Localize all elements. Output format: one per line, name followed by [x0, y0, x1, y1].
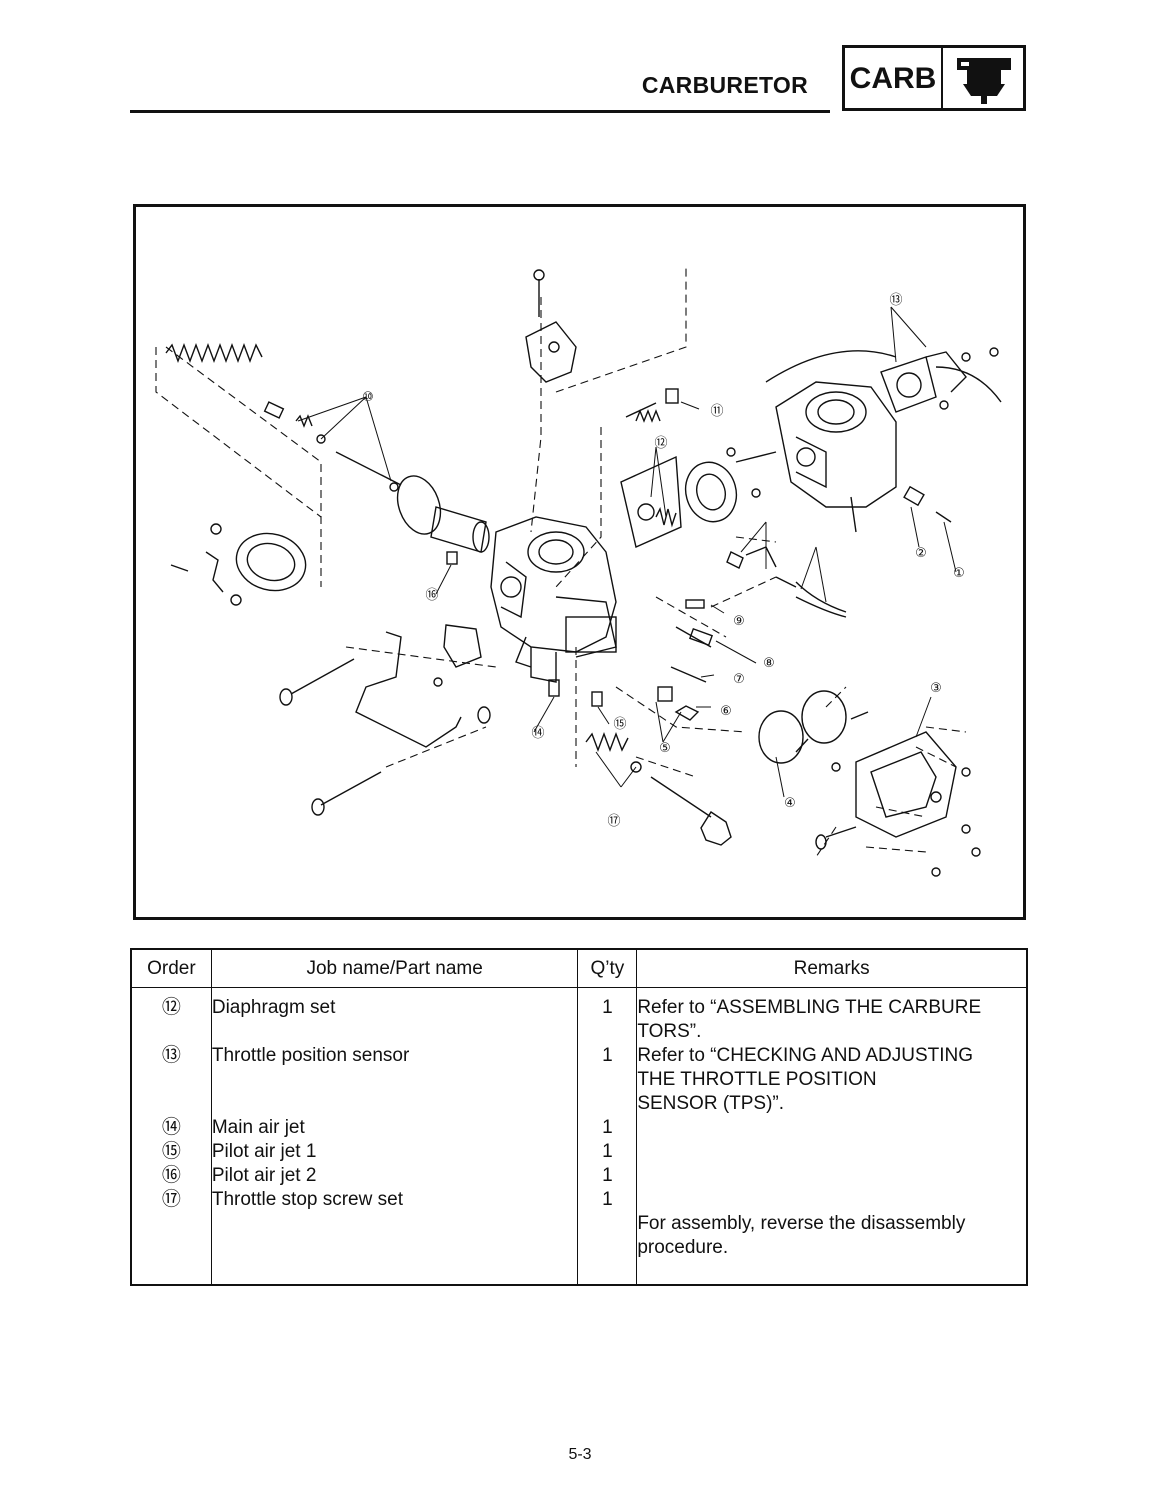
row-order: ⑰	[161, 1189, 181, 1210]
row-qty: 1	[602, 997, 613, 1018]
callout-4: ④	[784, 796, 796, 811]
row-remarks: TORS”.	[637, 1021, 702, 1042]
callout-10: ⑩	[362, 390, 374, 405]
row-part-name: Pilot air jet 1	[211, 1141, 317, 1162]
assembly-note: For assembly, reverse the disassembly	[637, 1213, 966, 1234]
row-order: ⑫	[161, 997, 181, 1018]
row-qty: 1	[602, 1117, 613, 1138]
callout-16: ⑯	[425, 588, 438, 603]
callout-8: ⑧	[763, 656, 775, 671]
row-order: ⑯	[161, 1165, 181, 1186]
callout-1: ①	[953, 566, 965, 581]
carburetor-icon	[957, 58, 1011, 104]
table-header-row: Order Job name/Part name Q’ty Remarks	[130, 948, 1028, 988]
parts-table: Order Job name/Part name Q’ty Remarks ⑫ …	[130, 948, 1028, 1286]
header-remarks: Remarks	[636, 948, 1028, 988]
row-remarks: SENSOR (TPS)”.	[637, 1093, 785, 1114]
row-part-name: Throttle stop screw set	[211, 1189, 403, 1210]
header-part-name: Job name/Part name	[210, 948, 579, 988]
row-remarks: THE THROTTLE POSITION	[637, 1069, 877, 1090]
callout-15: ⑮	[613, 717, 626, 732]
assembly-note: procedure.	[637, 1237, 729, 1258]
callout-12: ⑫	[654, 436, 667, 451]
page-title: CARBURETOR	[641, 72, 808, 98]
row-qty: 1	[602, 1141, 613, 1162]
callout-14: ⑭	[531, 726, 544, 741]
carburetor-exploded-view: ① ② ③ ④ ⑤ ⑥ ⑦ ⑧ ⑨ ⑩ ⑪ ⑫ ⑬ ⑭ ⑮ ⑯ ⑰	[155, 267, 1002, 877]
callout-2: ②	[915, 546, 927, 561]
row-order: ⑭	[161, 1117, 181, 1138]
row-remarks: Refer to “ASSEMBLING THE CARBURE	[637, 997, 982, 1018]
row-part-name: Throttle position sensor	[211, 1045, 410, 1066]
row-qty: 1	[602, 1165, 613, 1186]
section-tab-label: CARB	[845, 48, 943, 108]
callout-5: ⑤	[659, 741, 671, 756]
row-part-name: Diaphragm set	[211, 997, 336, 1018]
row-part-name: Pilot air jet 2	[211, 1165, 317, 1186]
row-qty: 1	[602, 1045, 613, 1066]
table-body: ⑫ ⑬ ⑭ ⑮ ⑯ ⑰ Diaphragm set Throttle posit…	[130, 987, 1028, 1285]
row-part-name: Main air jet	[211, 1117, 305, 1138]
header-qty: Q’ty	[577, 948, 638, 988]
header-rule	[130, 110, 830, 113]
header-order: Order	[130, 948, 212, 988]
callout-3: ③	[930, 681, 942, 696]
callout-9: ⑨	[733, 614, 745, 629]
page-number: 5-3	[568, 1446, 592, 1463]
callout-6: ⑥	[720, 704, 732, 719]
callout-11: ⑪	[710, 404, 723, 419]
row-order: ⑬	[161, 1045, 181, 1066]
exploded-diagram: ① ② ③ ④ ⑤ ⑥ ⑦ ⑧ ⑨ ⑩ ⑪ ⑫ ⑬ ⑭ ⑮ ⑯ ⑰	[133, 204, 1026, 920]
row-qty: 1	[602, 1189, 613, 1210]
section-tab: CARB	[842, 45, 1026, 111]
callout-13: ⑬	[889, 293, 902, 308]
callout-7: ⑦	[733, 672, 745, 687]
row-order: ⑮	[161, 1141, 181, 1162]
row-remarks: Refer to “CHECKING AND ADJUSTING	[637, 1045, 974, 1066]
callout-17: ⑰	[607, 814, 620, 829]
